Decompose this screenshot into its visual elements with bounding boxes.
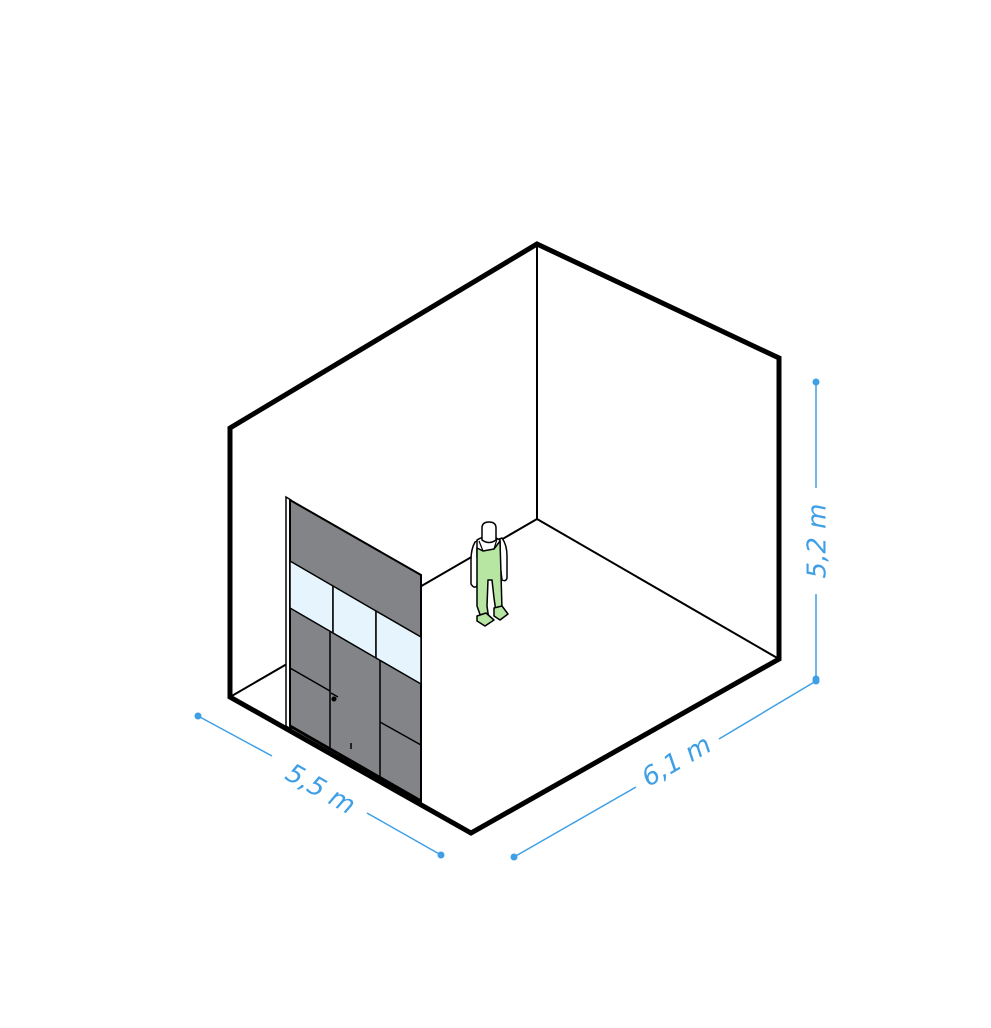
dimension-height-end-b (812, 675, 820, 683)
person-head (481, 521, 497, 544)
room-outline (227, 241, 782, 836)
dimension-width-end-b (437, 851, 445, 859)
person-icon (470, 521, 509, 627)
dimension-length-line-b (718, 680, 817, 740)
person-strap-left (478, 540, 484, 552)
person-strap-right (493, 538, 498, 550)
dimension-length: 6,1 m (510, 677, 820, 861)
door-handle-knob (331, 696, 337, 702)
door-horizontal-divider-right (379, 721, 422, 746)
person-right-shoe (493, 605, 509, 621)
dimension-height-label: 5,2 m (803, 504, 833, 579)
dimension-width-label: 5,5 m (280, 758, 360, 821)
dimension-width-line-a (197, 715, 273, 757)
dimension-height-end-a (812, 378, 820, 386)
dimension-length-end-a (510, 853, 518, 861)
dimension-height: 5,2 m (803, 378, 833, 683)
door-handle (330, 692, 339, 698)
door-horizontal-divider-left (289, 667, 331, 692)
dimension-width-line-b (366, 812, 442, 856)
dimension-length-line-a (513, 786, 637, 858)
door-bottom-seal (289, 724, 422, 803)
dimension-length-label: 6,1 m (637, 730, 717, 793)
sectional-door-icon (285, 495, 422, 803)
floor-back-right-edge (536, 518, 780, 660)
door-window-3 (375, 609, 422, 686)
dimension-width-end-a (194, 712, 202, 720)
person-left-shoe (476, 612, 495, 627)
